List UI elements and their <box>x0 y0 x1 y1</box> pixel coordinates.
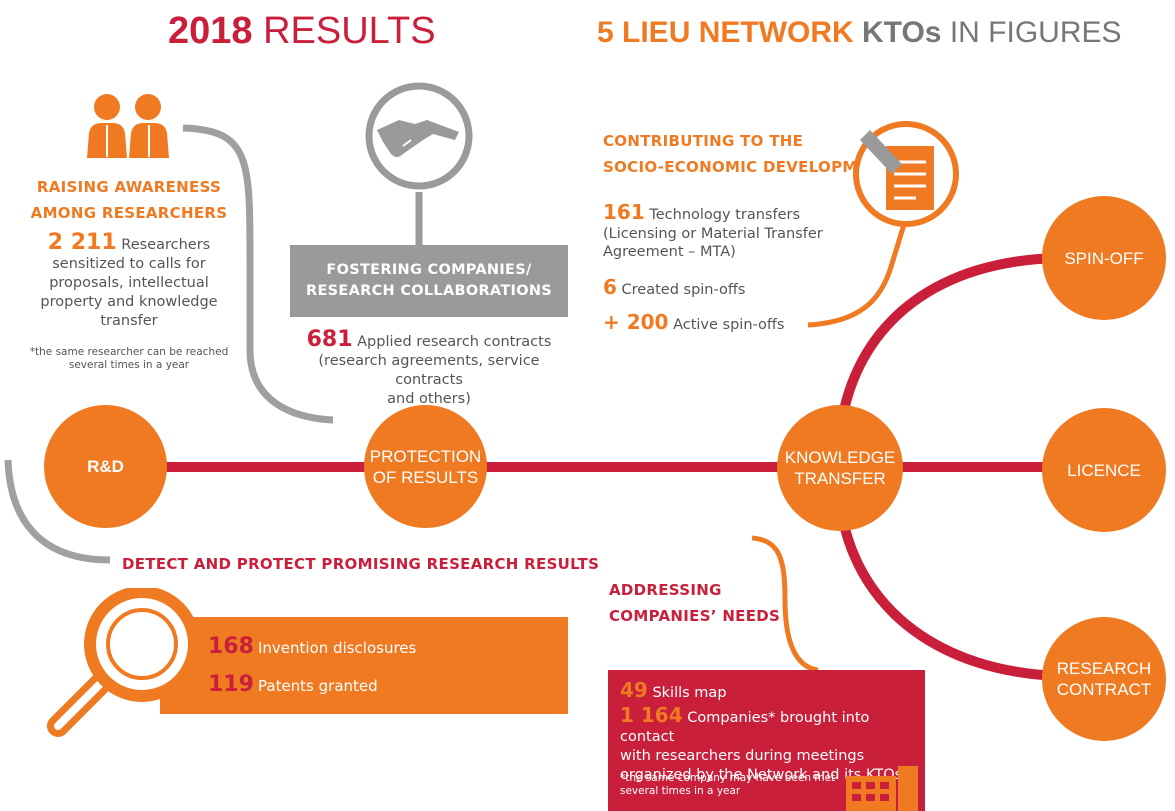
circle-protection: PROTECTION OF RESULTS <box>364 405 487 528</box>
disclosures-label: Invention disclosures <box>258 639 417 657</box>
main-title: 2018 RESULTS <box>168 10 436 53</box>
detect-heading: DETECT AND PROTECT PROMISING RESEARCH RE… <box>122 555 600 573</box>
collaborations-number: 681 <box>306 327 353 352</box>
handshake-icon <box>365 82 473 190</box>
awareness-stats: 2 211 Researchers sensitized to calls fo… <box>40 230 218 330</box>
tech-transfer-stats: 161 Technology transfers (Licensing or M… <box>603 200 823 260</box>
skills-row: 49 Skills map <box>620 678 727 702</box>
socio-heading: CONTRIBUTING TO THE SOCIO-ECONOMIC DEVEL… <box>603 132 892 176</box>
patents-label: Patents granted <box>258 677 378 695</box>
awareness-heading: RAISING AWARENESS AMONG RESEARCHERS <box>30 178 228 222</box>
detect-panel <box>160 617 568 714</box>
grey-curve-bottom <box>4 459 111 564</box>
tt-number: 161 <box>603 200 645 224</box>
title-year: 2018 <box>168 10 253 52</box>
document-icon <box>853 121 959 227</box>
awareness-note: *the same researcher can be reached seve… <box>29 346 229 371</box>
circle-knowledge: KNOWLEDGE TRANSFER <box>777 405 903 531</box>
collaborations-box: FOSTERING COMPANIES/ RESEARCH COLLABORAT… <box>290 245 568 317</box>
collaborations-stats: 681 Applied research contracts (research… <box>306 327 552 408</box>
companies-panel: 49 Skills map 1 164 Companies* brought i… <box>608 670 925 811</box>
title-ktos: KTOs <box>862 16 942 49</box>
companies-heading: ADDRESSING COMPANIES’ NEEDS <box>609 581 781 625</box>
circle-licence: LICENCE <box>1042 408 1166 532</box>
companies-note: *the same company may have been met seve… <box>620 772 836 797</box>
disclosures-row: 168 Invention disclosures <box>208 634 416 659</box>
circle-research-contract: RESEARCH CONTRACT <box>1042 617 1166 741</box>
building-icon <box>846 766 918 811</box>
circle-rd: R&D <box>44 405 167 528</box>
arc-to-research <box>837 514 1061 681</box>
title-results: RESULTS <box>263 10 436 52</box>
people-icon <box>87 94 169 158</box>
spin-created: 6 Created spin-offs <box>603 275 746 299</box>
disclosures-number: 168 <box>208 634 254 659</box>
patents-number: 119 <box>208 672 254 697</box>
circle-spinoff: SPIN-OFF <box>1042 196 1166 320</box>
network-title: 5 LIEU NETWORK KTOs IN FIGURES <box>597 16 1122 50</box>
companies-stats: 1 164 Companies* brought into contact wi… <box>620 703 903 783</box>
title-figures: IN FIGURES <box>949 16 1122 49</box>
orange-curve-bottom <box>751 535 819 673</box>
grey-curve-top <box>182 124 334 424</box>
magnifier-icon <box>47 588 200 737</box>
patents-row: 119 Patents granted <box>208 672 378 697</box>
title-network: 5 LIEU NETWORK <box>597 16 854 49</box>
arc-to-spinoff <box>837 253 1061 421</box>
orange-curve-top <box>807 204 913 328</box>
awareness-number: 2 211 <box>47 230 117 255</box>
spin-active: + 200 Active spin-offs <box>603 310 785 334</box>
